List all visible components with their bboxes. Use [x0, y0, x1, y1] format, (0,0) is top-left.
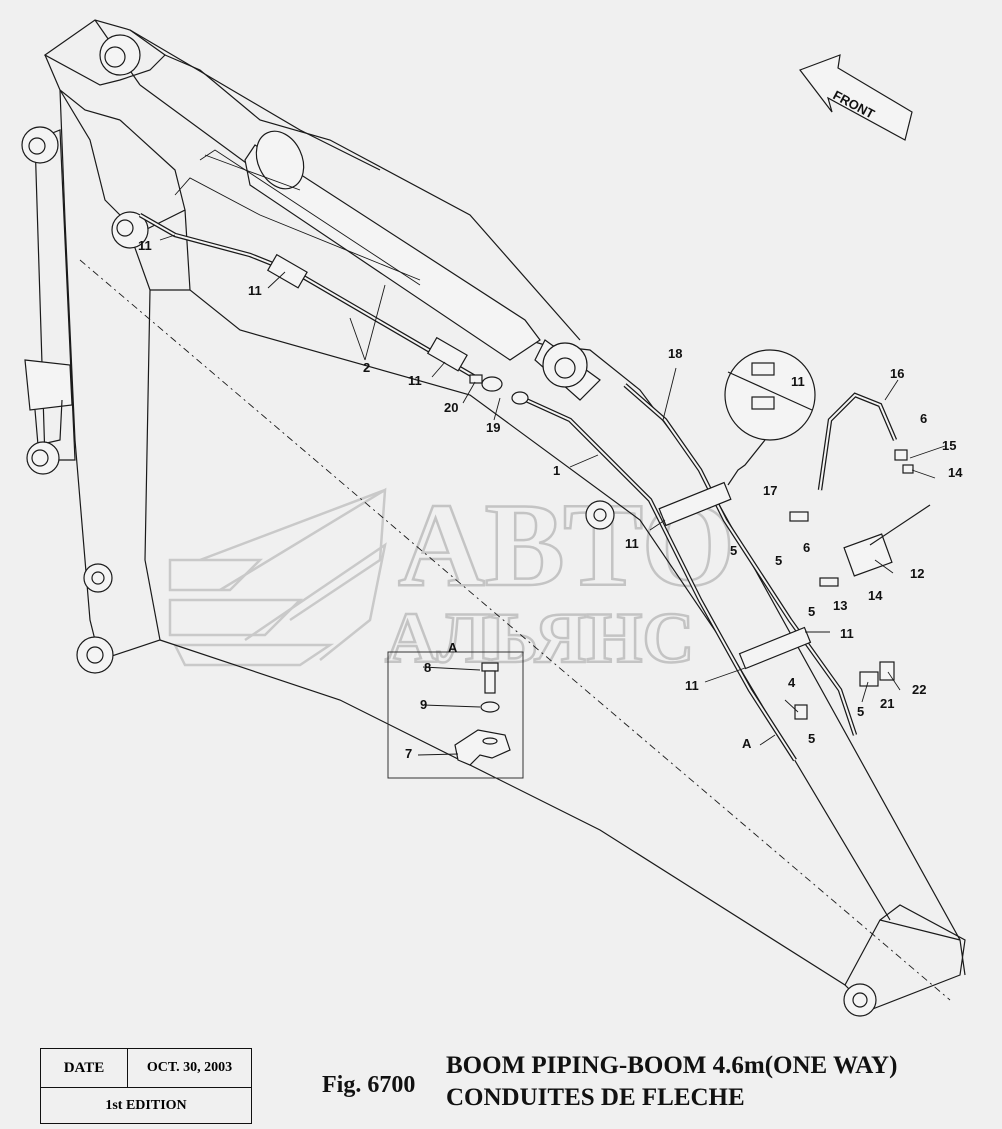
callout-4: 4 [788, 675, 796, 690]
callout-5-e: 5 [730, 543, 737, 558]
callout-14-b: 14 [868, 588, 883, 603]
date-label: DATE [41, 1049, 128, 1087]
callouts: 1 2 4 5 5 5 5 5 6 6 7 8 9 11 11 11 11 11… [138, 238, 963, 761]
detail-circle [724, 349, 816, 486]
callout-19: 19 [486, 420, 500, 435]
figure-title: BOOM PIPING-BOOM 4.6m(ONE WAY) CONDUITES… [446, 1050, 897, 1114]
callout-1: 1 [553, 463, 560, 478]
leader-lines [159, 234, 946, 756]
watermark-line2: АЛЬЯНС [385, 598, 694, 678]
callout-5-b: 5 [808, 604, 815, 619]
detail-a-box: A [387, 640, 524, 779]
callout-13: 13 [833, 598, 847, 613]
callout-20: 20 [444, 400, 458, 415]
callout-14-a: 14 [948, 465, 963, 480]
callout-9: 9 [420, 697, 427, 712]
callout-12: 12 [910, 566, 924, 581]
figure-number: Fig. 6700 [322, 1072, 416, 1098]
figure-title-line1: BOOM PIPING-BOOM 4.6m(ONE WAY) [446, 1052, 898, 1079]
callout-6-b: 6 [803, 540, 810, 555]
callout-17: 17 [763, 483, 777, 498]
callout-21: 21 [880, 696, 894, 711]
callout-18: 18 [668, 346, 682, 361]
detail-a-boom-leader [759, 734, 776, 746]
callout-22: 22 [912, 682, 926, 697]
piping [138, 154, 931, 762]
callout-16: 16 [890, 366, 904, 381]
watermark-emblem [168, 487, 387, 667]
edition-label: 1st EDITION [105, 1098, 187, 1113]
watermark: АВТО АЛЬЯНС [168, 477, 736, 679]
figure-title-line2: CONDUITES DE FLECHE [446, 1084, 745, 1111]
callout-11-d: 11 [625, 536, 639, 551]
detail-a-label: A [448, 640, 458, 655]
watermark-line1: АВТО [398, 478, 735, 611]
callout-11-g: 11 [685, 678, 699, 693]
callout-5-d: 5 [808, 731, 815, 746]
callout-5-a: 5 [775, 553, 782, 568]
callout-2: 2 [363, 360, 370, 375]
callout-11-a: 11 [138, 238, 152, 253]
detail-a-boom-label: A [742, 736, 752, 751]
callout-11-c: 11 [408, 373, 422, 388]
callout-5-c: 5 [857, 704, 864, 719]
date-box: DATE OCT. 30, 2003 1st EDITION [40, 1048, 252, 1124]
callout-15: 15 [942, 438, 956, 453]
callout-11-b: 11 [248, 283, 262, 298]
callout-11-f: 11 [840, 626, 854, 641]
boom-structure [21, 19, 966, 1017]
callout-11-e: 11 [791, 374, 805, 389]
date-value: OCT. 30, 2003 [146, 1060, 233, 1075]
front-arrow: FRONT [799, 54, 913, 141]
callout-6-a: 6 [920, 411, 927, 426]
callout-8: 8 [424, 660, 431, 675]
callout-7: 7 [405, 746, 412, 761]
